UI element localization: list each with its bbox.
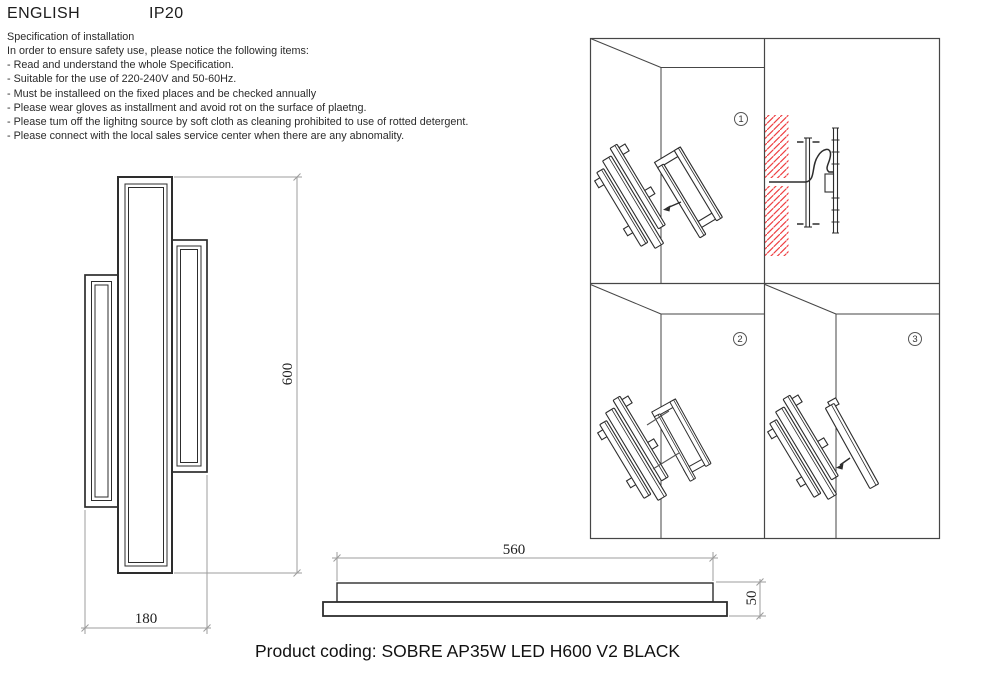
dim-depth-label: 50 — [744, 590, 760, 606]
front-middle-bar — [117, 176, 173, 574]
front-left-bar — [84, 274, 119, 508]
bottom-view-body — [336, 582, 714, 603]
screw-dashes — [797, 141, 820, 225]
step-3-badge: 3 — [908, 332, 922, 346]
spec-item: - Please connect with the local sales se… — [7, 130, 405, 143]
front-view — [84, 176, 208, 574]
dim-600-lines — [174, 173, 302, 577]
dim-50-lines — [716, 578, 766, 620]
wall-section — [765, 115, 840, 256]
dim-height-label: 600 — [280, 362, 296, 386]
room-corner-step1 — [590, 38, 765, 284]
attach-arrow — [836, 457, 851, 470]
install-panel-grid — [589, 37, 941, 540]
spec-item: - Suitable for the use of 220-240V and 5… — [7, 73, 237, 86]
spec-item: - Read and understand the whole Specific… — [7, 59, 234, 72]
wall-hatch-lower — [765, 186, 789, 256]
room-corners — [590, 38, 940, 539]
step-1-badge: 1 — [734, 112, 748, 126]
step2-illustration — [586, 392, 715, 510]
dim-560-lines — [332, 552, 718, 581]
spec-item: - Please tum off the lighitng source by … — [7, 115, 469, 128]
bottom-view — [322, 582, 728, 617]
spec-item: - Please wear gloves as installment and … — [7, 101, 367, 114]
wall-hatch-upper — [765, 115, 789, 178]
product-coding: Product coding: SOBRE AP35W LED H600 V2 … — [255, 641, 681, 661]
dim-width-label: 180 — [134, 611, 158, 627]
spec-intro: In order to ensure safety use, please no… — [7, 45, 309, 58]
detach-arrow — [663, 201, 682, 212]
step-2-badge: 2 — [733, 332, 747, 346]
screw-rods — [646, 410, 680, 470]
dim-180-lines — [81, 475, 211, 634]
language-label: ENGLISH — [7, 5, 81, 22]
step3-illustration — [756, 391, 883, 509]
spec-title: Specification of installation — [7, 31, 135, 43]
ip-rating-label: IP20 — [149, 5, 184, 22]
fixture-back-plate — [824, 127, 840, 234]
spec-item: - Must be installeed on the fixed places… — [7, 87, 317, 100]
dim-body-length-label: 560 — [502, 542, 526, 558]
spec-text-block: Specification of installation In order t… — [7, 30, 468, 143]
bottom-view-base — [322, 601, 728, 617]
step1-illustration — [583, 140, 727, 258]
front-right-bar — [170, 239, 208, 473]
supply-wire — [769, 148, 833, 183]
